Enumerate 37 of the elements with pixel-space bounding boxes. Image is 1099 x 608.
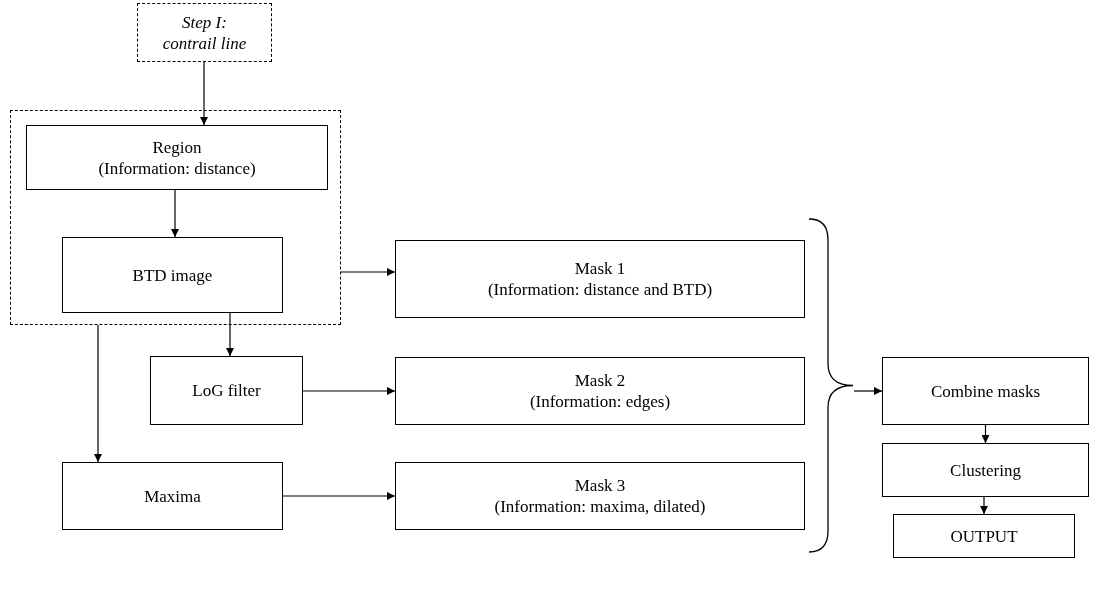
box-label: Maxima bbox=[144, 485, 201, 507]
box-label: Clustering bbox=[950, 459, 1021, 481]
box-label: Mask 3 bbox=[574, 475, 626, 496]
box-label: (Information: maxima, dilated) bbox=[494, 496, 706, 517]
process-box bbox=[62, 237, 283, 313]
box-label: Mask 1 bbox=[574, 258, 626, 279]
arrow bbox=[171, 189, 179, 238]
process-box bbox=[893, 514, 1075, 558]
dashed-box bbox=[137, 3, 272, 62]
arrow bbox=[980, 496, 988, 515]
box-label: Combine masks bbox=[930, 380, 1041, 402]
dashed-group-box bbox=[10, 110, 341, 325]
box-label: (Information: distance and BTD) bbox=[487, 279, 713, 300]
process-box bbox=[26, 125, 328, 190]
arrow bbox=[200, 61, 208, 126]
process-box bbox=[62, 462, 283, 530]
arrow bbox=[853, 387, 883, 395]
arrow bbox=[226, 312, 234, 357]
box-label: LoG filter bbox=[192, 380, 261, 401]
arrow bbox=[94, 324, 102, 463]
arrow bbox=[302, 387, 396, 395]
box-label: BTD image bbox=[132, 264, 213, 286]
box-label: Region bbox=[152, 136, 202, 158]
box-label: (Information: edges) bbox=[529, 391, 671, 412]
arrow bbox=[340, 268, 396, 276]
process-box bbox=[395, 462, 805, 530]
box-label: Step I: contrail line bbox=[161, 11, 248, 54]
box-label: OUTPUT bbox=[950, 525, 1018, 547]
process-box bbox=[150, 356, 303, 425]
box-label: Mask 2 bbox=[574, 370, 626, 391]
arrow bbox=[282, 492, 396, 500]
process-box bbox=[395, 357, 805, 425]
box-label: (Information: distance) bbox=[98, 157, 256, 179]
arrow bbox=[981, 424, 990, 444]
process-box bbox=[882, 357, 1089, 425]
process-box bbox=[395, 240, 805, 318]
process-box bbox=[882, 443, 1089, 497]
